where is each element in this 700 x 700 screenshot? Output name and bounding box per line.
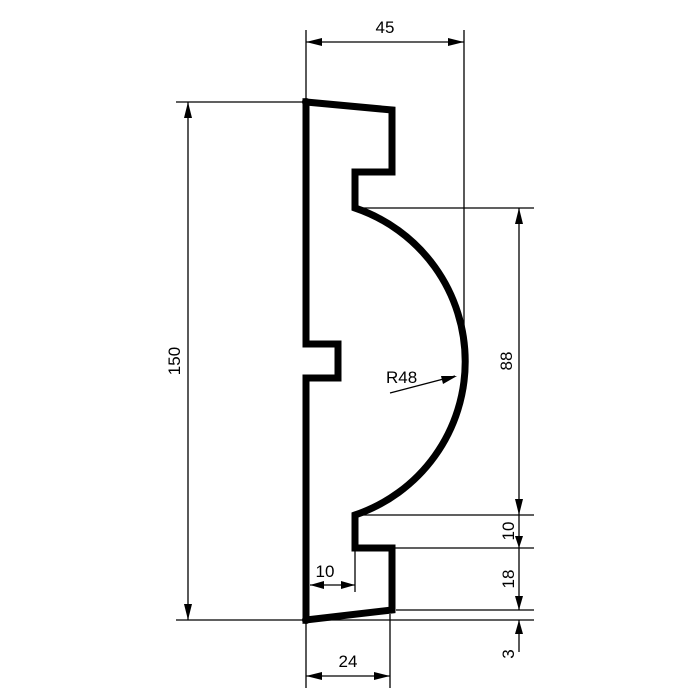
dimension-right-18: 18 xyxy=(396,548,534,611)
dimension-total-height: 150 xyxy=(165,101,306,621)
dim-label-88: 88 xyxy=(497,352,516,371)
dimension-right-10: 10 xyxy=(360,515,534,549)
dim-label-24: 24 xyxy=(339,652,358,671)
dimension-radius: R48 xyxy=(386,368,457,394)
dimension-top-width: 45 xyxy=(305,18,465,355)
dimension-right-3: 3 xyxy=(310,619,534,659)
dimension-arc-height: 88 xyxy=(360,207,534,516)
dim-label-18: 18 xyxy=(499,570,518,589)
dim-label-10-right: 10 xyxy=(499,522,518,541)
dim-label-3: 3 xyxy=(499,649,518,658)
dimension-bottom-10: 10 xyxy=(310,548,356,592)
dimension-bottom-width: 24 xyxy=(305,614,391,688)
dim-label-r48: R48 xyxy=(386,368,417,387)
dim-label-10-bottom: 10 xyxy=(316,562,335,581)
dim-label-150: 150 xyxy=(165,347,184,375)
dim-label-45: 45 xyxy=(376,18,395,37)
profile-outline xyxy=(302,98,469,624)
